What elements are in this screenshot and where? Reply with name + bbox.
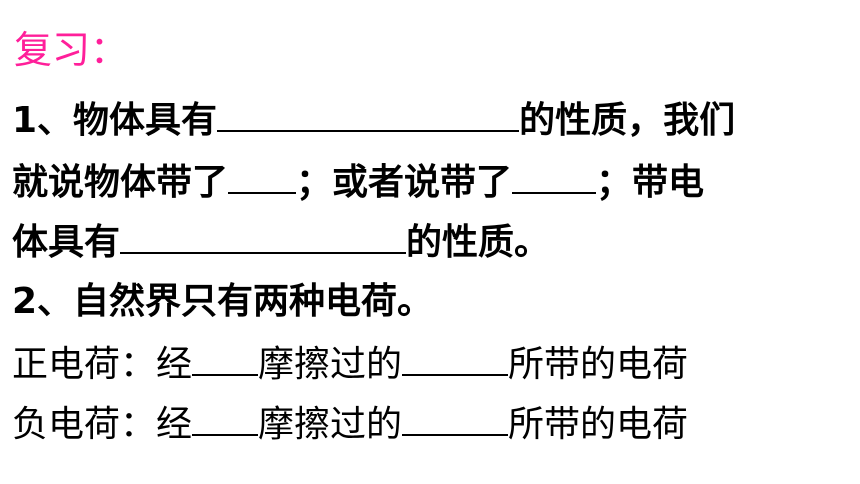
q2-intro-text: 2、自然界只有两种电荷。: [12, 281, 434, 322]
negative-charge-line: 负电荷：经 摩擦过的 所带的电荷: [12, 400, 688, 447]
q1-line-3: 体具有 的性质。: [12, 218, 550, 265]
fill-blank: [120, 218, 407, 254]
q1-text-5: ；带电: [596, 162, 705, 203]
slide-title: 复习：: [14, 28, 129, 72]
q1-line-2: 就说物体带了 ；或者说带了 ；带电: [12, 158, 704, 205]
fill-blank: [512, 158, 597, 194]
fill-blank: [192, 400, 259, 436]
q1-line-1: 1、物体具有 的性质，我们: [12, 96, 735, 143]
fill-blank: [228, 158, 297, 194]
positive-charge-mid: 摩擦过的: [258, 344, 403, 385]
negative-charge-mid: 摩擦过的: [258, 404, 403, 445]
negative-charge-end: 所带的电荷: [508, 404, 689, 445]
q1-text-1: 1、物体具有: [12, 100, 218, 141]
negative-charge-label: 负电荷：经: [12, 404, 193, 445]
positive-charge-end: 所带的电荷: [508, 344, 689, 385]
q1-text-4: ；或者说带了: [296, 162, 513, 203]
fill-blank: [402, 340, 509, 376]
positive-charge-line: 正电荷：经 摩擦过的 所带的电荷: [12, 340, 688, 387]
positive-charge-label: 正电荷：经: [12, 344, 193, 385]
q1-text-3: 就说物体带了: [12, 162, 229, 203]
q2-intro: 2、自然界只有两种电荷。: [12, 280, 433, 324]
fill-blank: [217, 96, 520, 132]
q1-text-6: 体具有: [12, 222, 121, 263]
fill-blank: [402, 400, 509, 436]
q1-text-2: 的性质，我们: [519, 100, 736, 141]
fill-blank: [192, 340, 259, 376]
q1-text-7: 的性质。: [406, 222, 551, 263]
